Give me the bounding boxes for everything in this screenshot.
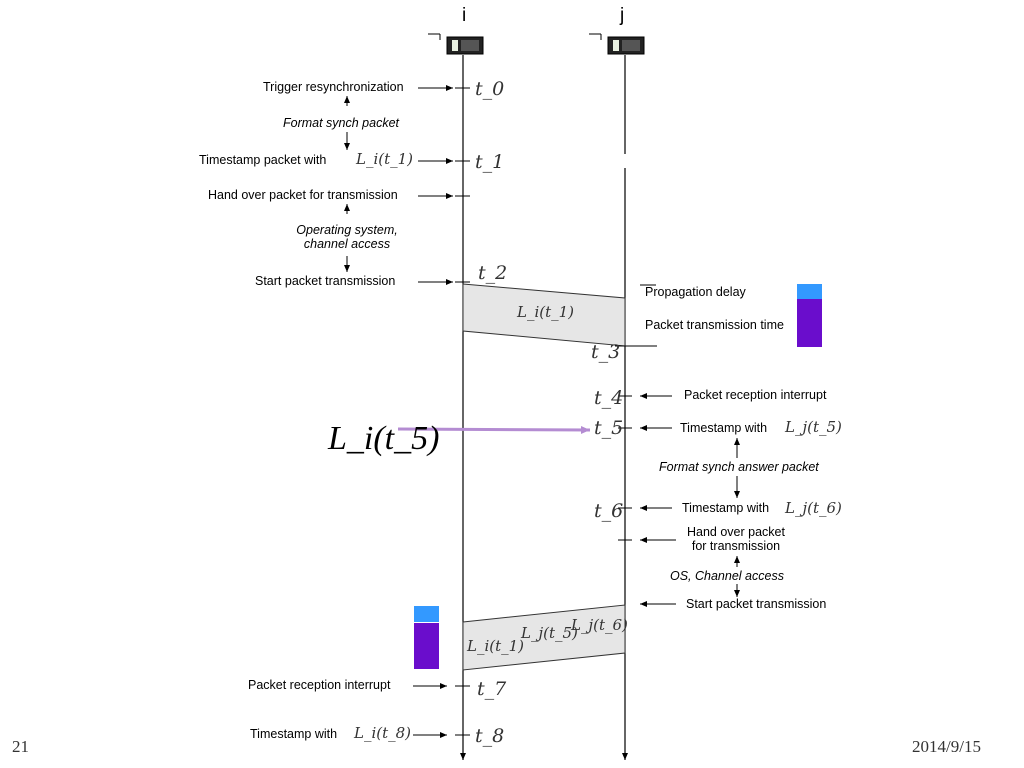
handover-label: Hand over packet for transmission: [208, 188, 398, 202]
packet-2-payload-3: L_j(t_6): [571, 616, 628, 634]
sender-reception-label: Packet reception interrupt: [248, 678, 391, 692]
time-t6: t_6: [594, 500, 624, 522]
highlight-label: L_i(t_5): [328, 420, 440, 457]
node-j-label: j: [620, 5, 625, 26]
ts6-value: L_j(t_6): [785, 499, 842, 517]
propagation-delay-label: Propagation delay: [645, 285, 746, 299]
timestamp-label: Timestamp packet with: [199, 153, 327, 167]
os-label: Operating system, channel access: [267, 223, 427, 251]
legend-propagation-bar: [797, 284, 822, 299]
packet-2-payload-1: L_i(t_1): [467, 637, 525, 655]
packet-1-payload: L_i(t_1): [517, 303, 575, 321]
footer-date: 2014/9/15: [912, 737, 981, 756]
start-transmission-label: Start packet transmission: [255, 274, 396, 288]
time-t3: t_3: [591, 341, 621, 363]
node-j-icon: [589, 33, 645, 55]
time-t1: t_1: [475, 151, 505, 173]
format-answer-label: Format synch answer packet: [659, 460, 819, 474]
transmission-time-label: Packet transmission time: [645, 318, 784, 332]
legend-transmission-bar: [797, 299, 822, 347]
handover-line-1: Hand over packet: [687, 525, 785, 539]
packet-2: [462, 604, 626, 671]
time-t5: t_5: [594, 417, 624, 439]
timestamp-value: L_i(t_1): [356, 150, 414, 168]
receiver-start-label: Start packet transmission: [686, 597, 827, 611]
receiver-reception-label: Packet reception interrupt: [684, 388, 827, 402]
receiver-handover-label: Hand over packet for transmission: [676, 525, 796, 553]
handover-line-2: for transmission: [691, 539, 781, 553]
os-line-1: Operating system,: [296, 223, 398, 237]
node-i-icon: [428, 33, 484, 55]
ts5-value: L_j(t_5): [785, 418, 842, 436]
sender-propagation-bar: [414, 606, 439, 622]
os-line-2: channel access: [303, 237, 391, 251]
time-t8: t_8: [475, 725, 505, 747]
time-t2: t_2: [478, 262, 508, 284]
page-number: 21: [12, 737, 29, 756]
ts8-label: Timestamp with: [250, 727, 338, 741]
os-channel-label: OS, Channel access: [670, 569, 784, 583]
time-t7: t_7: [477, 678, 507, 700]
highlight-arrow: [397, 425, 591, 434]
time-t4: t_4: [594, 387, 624, 409]
sender-transmission-bar: [414, 623, 439, 669]
trigger-label: Trigger resynchronization: [263, 80, 404, 94]
ts5-label: Timestamp with: [680, 421, 768, 435]
ts6-label: Timestamp with: [682, 501, 770, 515]
format-packet-label: Format synch packet: [283, 116, 400, 130]
node-i-label: i: [462, 5, 467, 26]
time-t0: t_0: [475, 78, 505, 100]
packet-2-payload-2: L_j(t_5): [521, 624, 578, 642]
ts8-value: L_i(t_8): [354, 724, 412, 742]
